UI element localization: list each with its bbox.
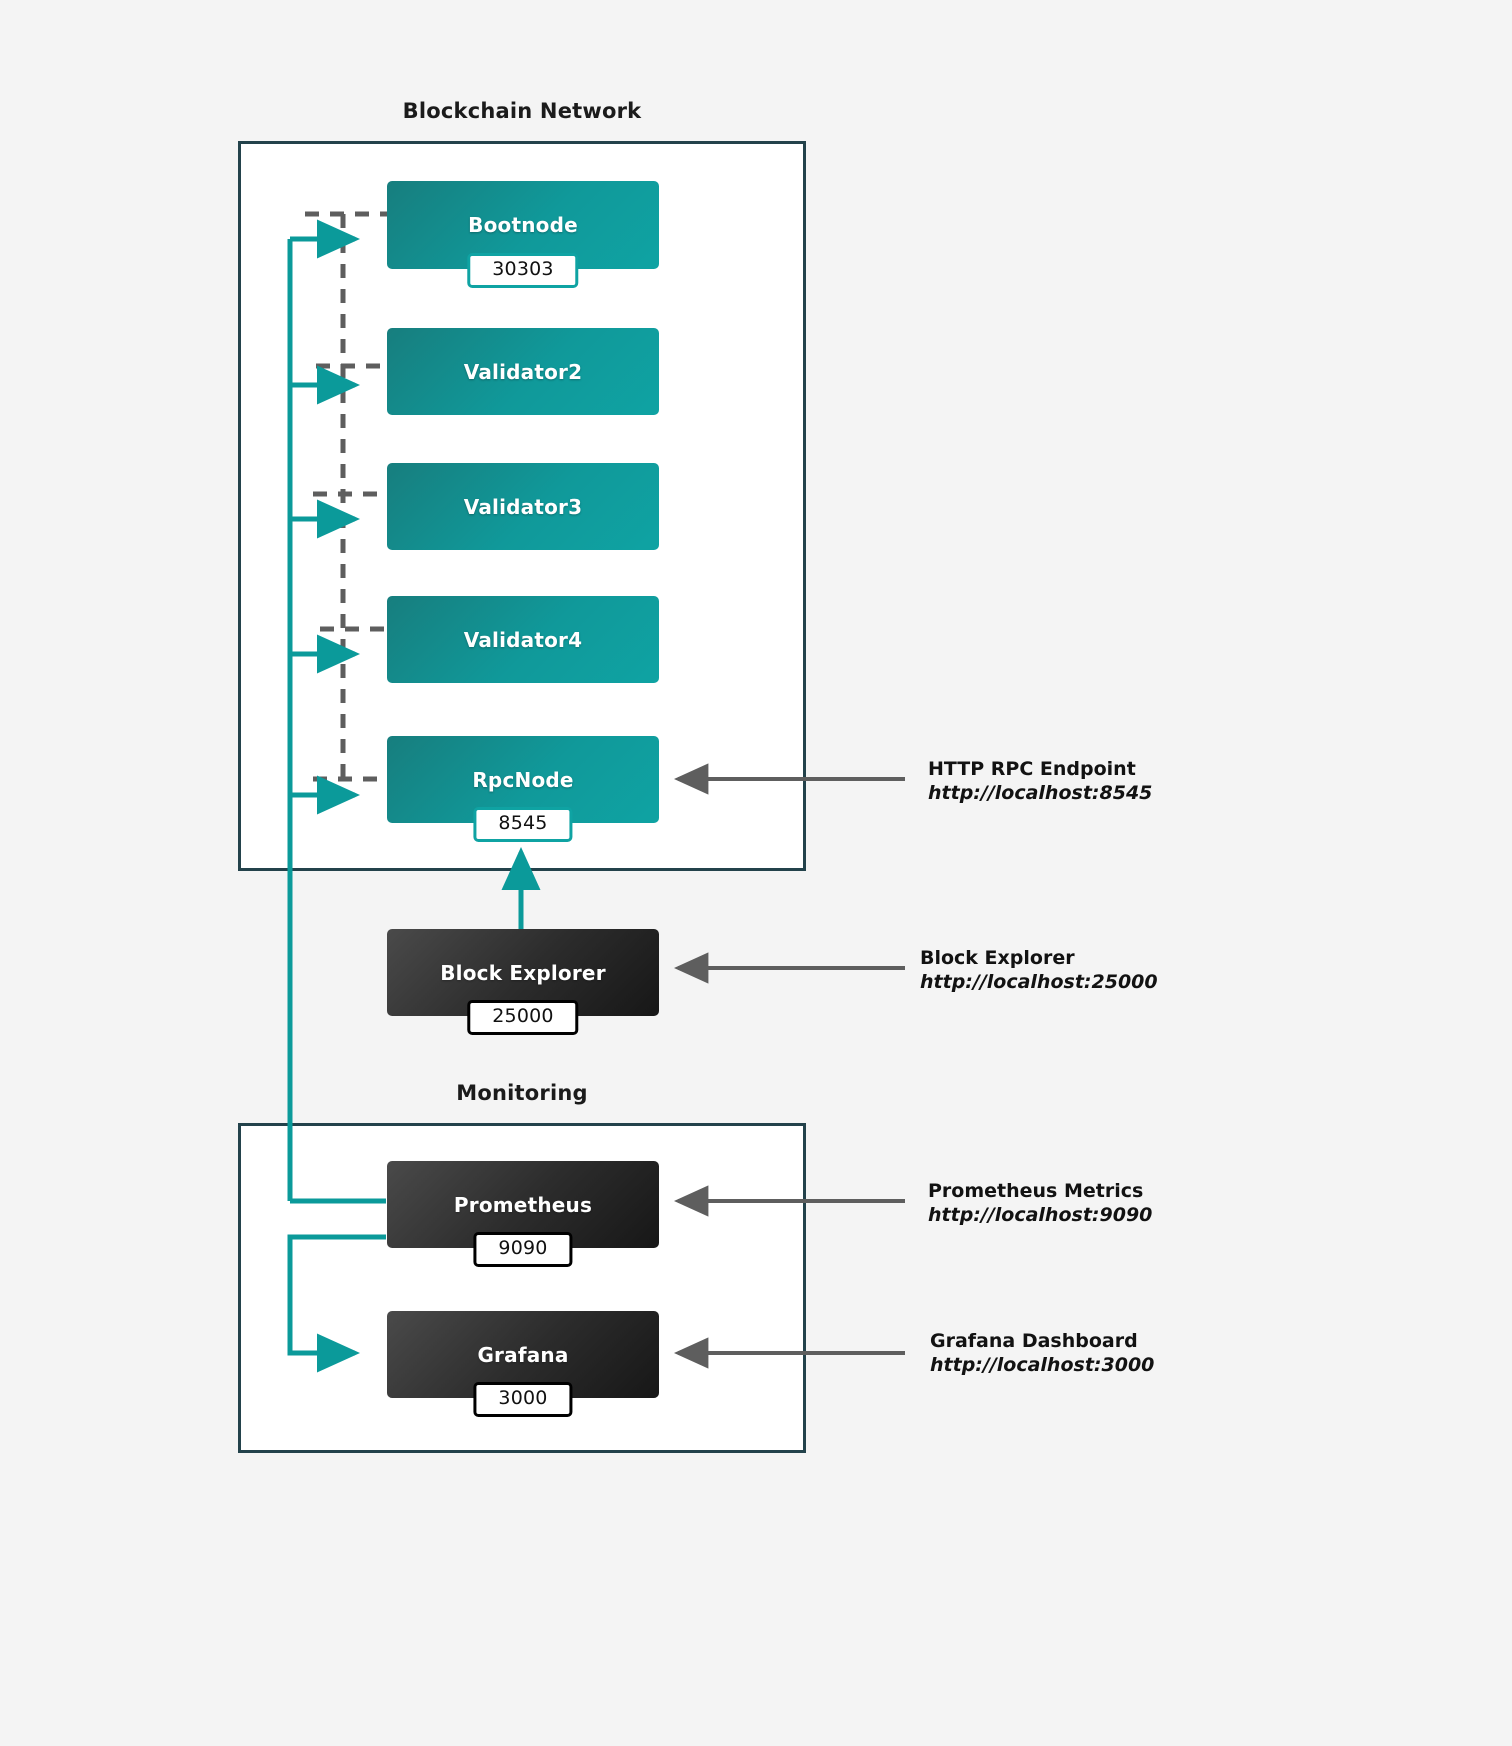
node-block-explorer[interactable]: Block Explorer 25000 <box>387 929 659 1035</box>
annotation-block-explorer-title: Block Explorer <box>920 947 1075 969</box>
annotation-grafana-dashboard-title: Grafana Dashboard <box>930 1330 1138 1352</box>
node-validator4[interactable]: Validator4 <box>387 596 659 683</box>
node-validator3[interactable]: Validator3 <box>387 463 659 550</box>
node-grafana[interactable]: Grafana 3000 <box>387 1311 659 1417</box>
annotation-rpc-endpoint-title: HTTP RPC Endpoint <box>928 758 1136 780</box>
node-validator4-label: Validator4 <box>463 627 583 652</box>
node-bootnode[interactable]: Bootnode 30303 <box>387 181 659 288</box>
node-grafana-label: Grafana <box>477 1342 569 1367</box>
annotation-grafana-dashboard: Grafana Dashboard http://localhost:3000 <box>930 1329 1154 1378</box>
node-rpcnode-port: 8545 <box>473 807 573 842</box>
annotation-rpc-endpoint-url: http://localhost:8545 <box>928 782 1153 805</box>
node-block-explorer-port: 25000 <box>467 1000 579 1035</box>
group-title-monitoring: Monitoring <box>456 1081 588 1105</box>
node-bootnode-label: Bootnode <box>468 213 578 237</box>
node-prometheus-label: Prometheus <box>453 1192 593 1217</box>
node-validator2[interactable]: Validator2 <box>387 328 659 415</box>
node-grafana-port: 3000 <box>473 1382 573 1417</box>
annotation-block-explorer: Block Explorer http://localhost:25000 <box>920 946 1158 995</box>
node-prometheus-port: 9090 <box>473 1232 573 1267</box>
annotation-rpc-endpoint: HTTP RPC Endpoint http://localhost:8545 <box>928 757 1152 806</box>
annotation-prometheus-metrics-title: Prometheus Metrics <box>928 1180 1144 1202</box>
annotation-grafana-dashboard-url: http://localhost:3000 <box>930 1354 1155 1377</box>
annotation-prometheus-metrics-url: http://localhost:9090 <box>928 1204 1153 1227</box>
annotation-prometheus-metrics: Prometheus Metrics http://localhost:9090 <box>928 1179 1152 1228</box>
node-validator2-label: Validator2 <box>463 359 583 384</box>
node-prometheus[interactable]: Prometheus 9090 <box>387 1161 659 1267</box>
node-validator3-label: Validator3 <box>463 494 583 519</box>
node-rpcnode[interactable]: RpcNode 8545 <box>387 736 659 842</box>
group-title-blockchain-network: Blockchain Network <box>402 99 642 123</box>
node-block-explorer-label: Block Explorer <box>440 960 606 985</box>
annotation-block-explorer-url: http://localhost:25000 <box>920 971 1158 994</box>
node-bootnode-port: 30303 <box>467 253 579 288</box>
node-rpcnode-label: RpcNode <box>472 767 574 792</box>
